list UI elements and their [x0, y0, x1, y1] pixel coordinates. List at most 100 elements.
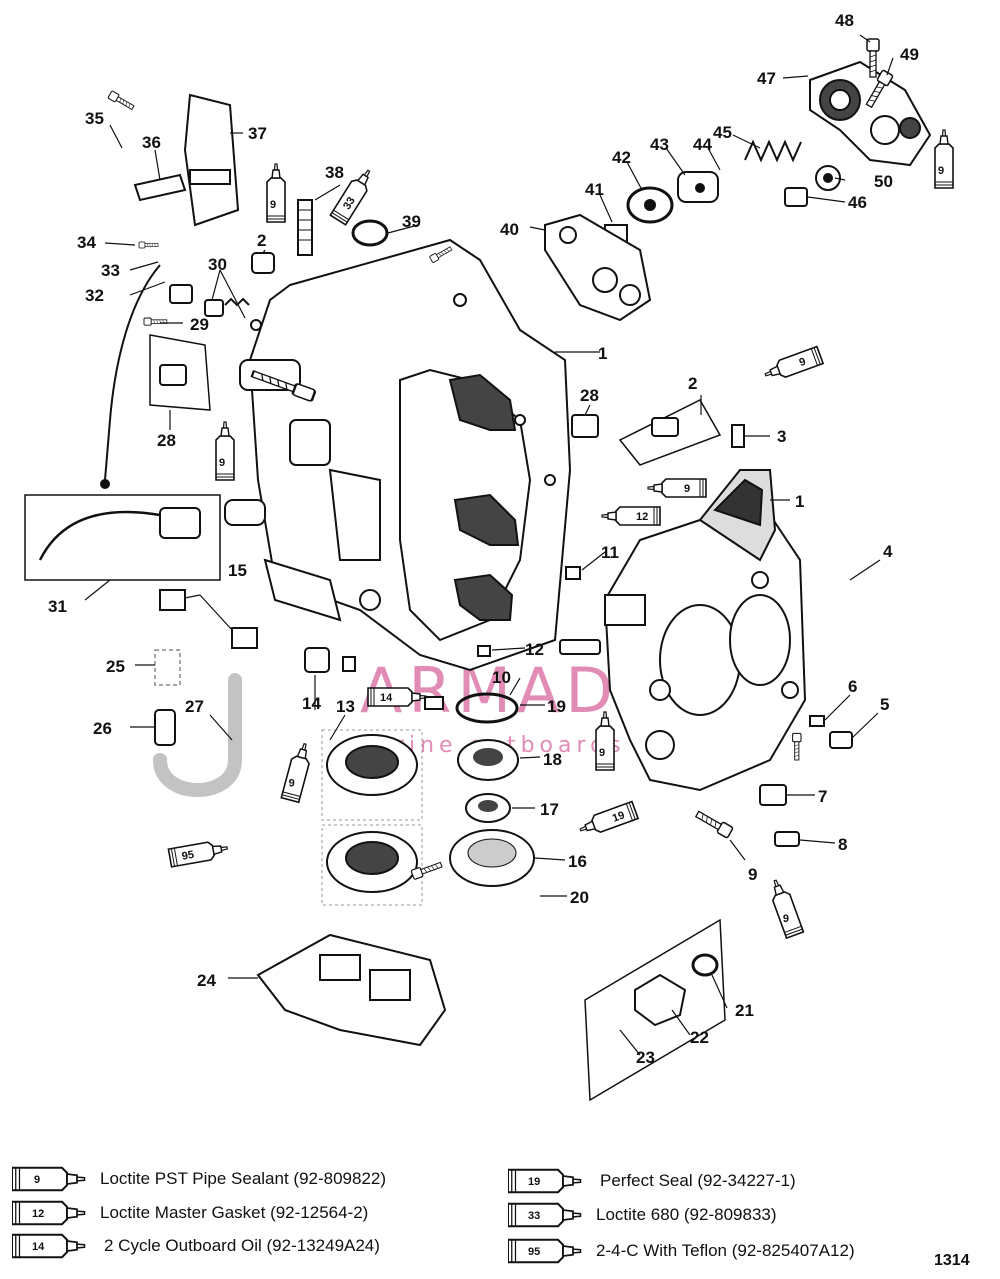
- svg-text:19: 19: [611, 809, 627, 824]
- callout-30: 30: [208, 255, 227, 274]
- sealant-tube-9: 9: [647, 478, 707, 498]
- pin-3-icon: [731, 424, 745, 448]
- legend-item: 12 Loctite Master Gasket (92-12564-2): [12, 1198, 368, 1228]
- callout-31: 31: [48, 597, 67, 616]
- cap-50-icon: [815, 165, 841, 191]
- svg-text:14: 14: [32, 1241, 45, 1253]
- callout-1: 1: [598, 344, 607, 363]
- callout-37: 37: [248, 124, 267, 143]
- valve-43-icon: [677, 171, 719, 203]
- callout-45: 45: [713, 123, 732, 142]
- bolt-35-icon: [107, 90, 136, 112]
- legend-label: Loctite PST Pipe Sealant (92-809822): [100, 1169, 387, 1188]
- callout-22: 22: [690, 1028, 709, 1047]
- tube-icon: 33: [508, 1202, 582, 1228]
- thermostat-cover: [809, 60, 932, 167]
- fitting-14-icon: [424, 696, 444, 710]
- callout-6: 6: [848, 677, 857, 696]
- legend-label: Loctite Master Gasket (92-12564-2): [100, 1203, 369, 1222]
- callout-5: 5: [880, 695, 889, 714]
- callout-40: 40: [500, 220, 519, 239]
- svg-text:9: 9: [599, 747, 605, 759]
- callout-2: 2: [688, 374, 697, 393]
- legend-label: Perfect Seal (92-34227-1): [600, 1171, 796, 1190]
- legend-item: 9 Loctite PST Pipe Sealant (92-809822): [12, 1164, 386, 1194]
- svg-text:12: 12: [636, 511, 648, 523]
- callout-15: 15: [228, 561, 247, 580]
- svg-text:9: 9: [34, 1174, 40, 1186]
- legend-item: 14 2 Cycle Outboard Oil (92-13249A24): [12, 1231, 380, 1261]
- sealant-tube-12: 12: [601, 506, 661, 526]
- svg-text:9: 9: [289, 778, 295, 790]
- seal-17-icon: [465, 793, 511, 823]
- callout-24: 24: [197, 971, 216, 990]
- callout-43: 43: [650, 135, 669, 154]
- sealant-tube-9: 9: [266, 163, 286, 223]
- callout-25: 25: [106, 657, 125, 676]
- svg-text:9: 9: [270, 199, 276, 211]
- callout-39: 39: [402, 212, 421, 231]
- callout-16: 16: [568, 852, 587, 871]
- svg-text:12: 12: [32, 1208, 44, 1220]
- callout-35: 35: [85, 109, 104, 128]
- callout-41: 41: [585, 180, 604, 199]
- callout-46: 46: [848, 193, 867, 212]
- sealant-tube-9: 9: [761, 345, 824, 385]
- svg-text:33: 33: [528, 1210, 540, 1222]
- callout-32: 32: [85, 286, 104, 305]
- clip-36-icon: [133, 173, 187, 202]
- sealant-tube-19: 19: [576, 800, 639, 840]
- callout-49: 49: [900, 45, 919, 64]
- sealant-tube-9: 9: [765, 876, 805, 939]
- screw-34-icon: [138, 241, 159, 249]
- callout-28: 28: [157, 431, 176, 450]
- svg-text:9: 9: [798, 356, 808, 369]
- fitting-8-icon: [774, 831, 800, 847]
- callout-7: 7: [818, 787, 827, 806]
- legend-item: 19 Perfect Seal (92-34227-1): [508, 1166, 796, 1196]
- callout-1: 1: [795, 492, 804, 511]
- plug-2-box: [618, 399, 722, 466]
- svg-text:9: 9: [219, 457, 225, 469]
- callout-21: 21: [735, 1001, 754, 1020]
- callout-18: 18: [543, 750, 562, 769]
- seal-18-icon: [457, 739, 519, 781]
- ring-39-icon: [351, 219, 389, 247]
- fitting-46-icon: [784, 187, 808, 207]
- callout-11: 11: [601, 543, 619, 562]
- elbow-15-icon: [159, 589, 258, 649]
- callout-13: 13: [336, 697, 355, 716]
- callout-27: 27: [185, 697, 204, 716]
- tube-icon: 19: [508, 1168, 582, 1194]
- gasket-40-icon: [544, 213, 652, 322]
- pin-12-icon: [477, 645, 491, 657]
- sealant-tube-9: 9: [934, 129, 954, 189]
- sensor-box-31: [24, 494, 221, 581]
- callout-47: 47: [757, 69, 776, 88]
- sealant-tube-9: 9: [215, 421, 235, 481]
- callout-8: 8: [838, 835, 847, 854]
- screw-29-icon: [143, 317, 168, 326]
- stud-38-icon: [297, 199, 313, 256]
- callout-36: 36: [142, 133, 161, 152]
- sealant-tube-95: 95: [167, 838, 230, 868]
- svg-text:19: 19: [528, 1176, 540, 1188]
- bolt-9-icon: [693, 808, 734, 839]
- screw-20-icon: [792, 732, 802, 761]
- gasket-24-icon: [256, 933, 447, 1047]
- tube-icon: 14: [12, 1233, 86, 1259]
- svg-text:95: 95: [181, 849, 195, 863]
- svg-text:9: 9: [783, 913, 789, 925]
- seal-box: [321, 729, 423, 906]
- svg-text:9: 9: [938, 165, 944, 177]
- pin-6-icon: [809, 715, 825, 727]
- callout-23: 23: [636, 1048, 655, 1067]
- sealant-tube-9: 9: [280, 740, 315, 804]
- plate-21-23: [584, 918, 726, 1102]
- diaphragm-42-icon: [626, 186, 674, 224]
- page-number: 1314: [934, 1252, 970, 1269]
- cylinder-block: [224, 238, 572, 672]
- callout-42: 42: [612, 148, 631, 167]
- callout-4: 4: [883, 542, 893, 561]
- hose-27-icon: [153, 673, 242, 797]
